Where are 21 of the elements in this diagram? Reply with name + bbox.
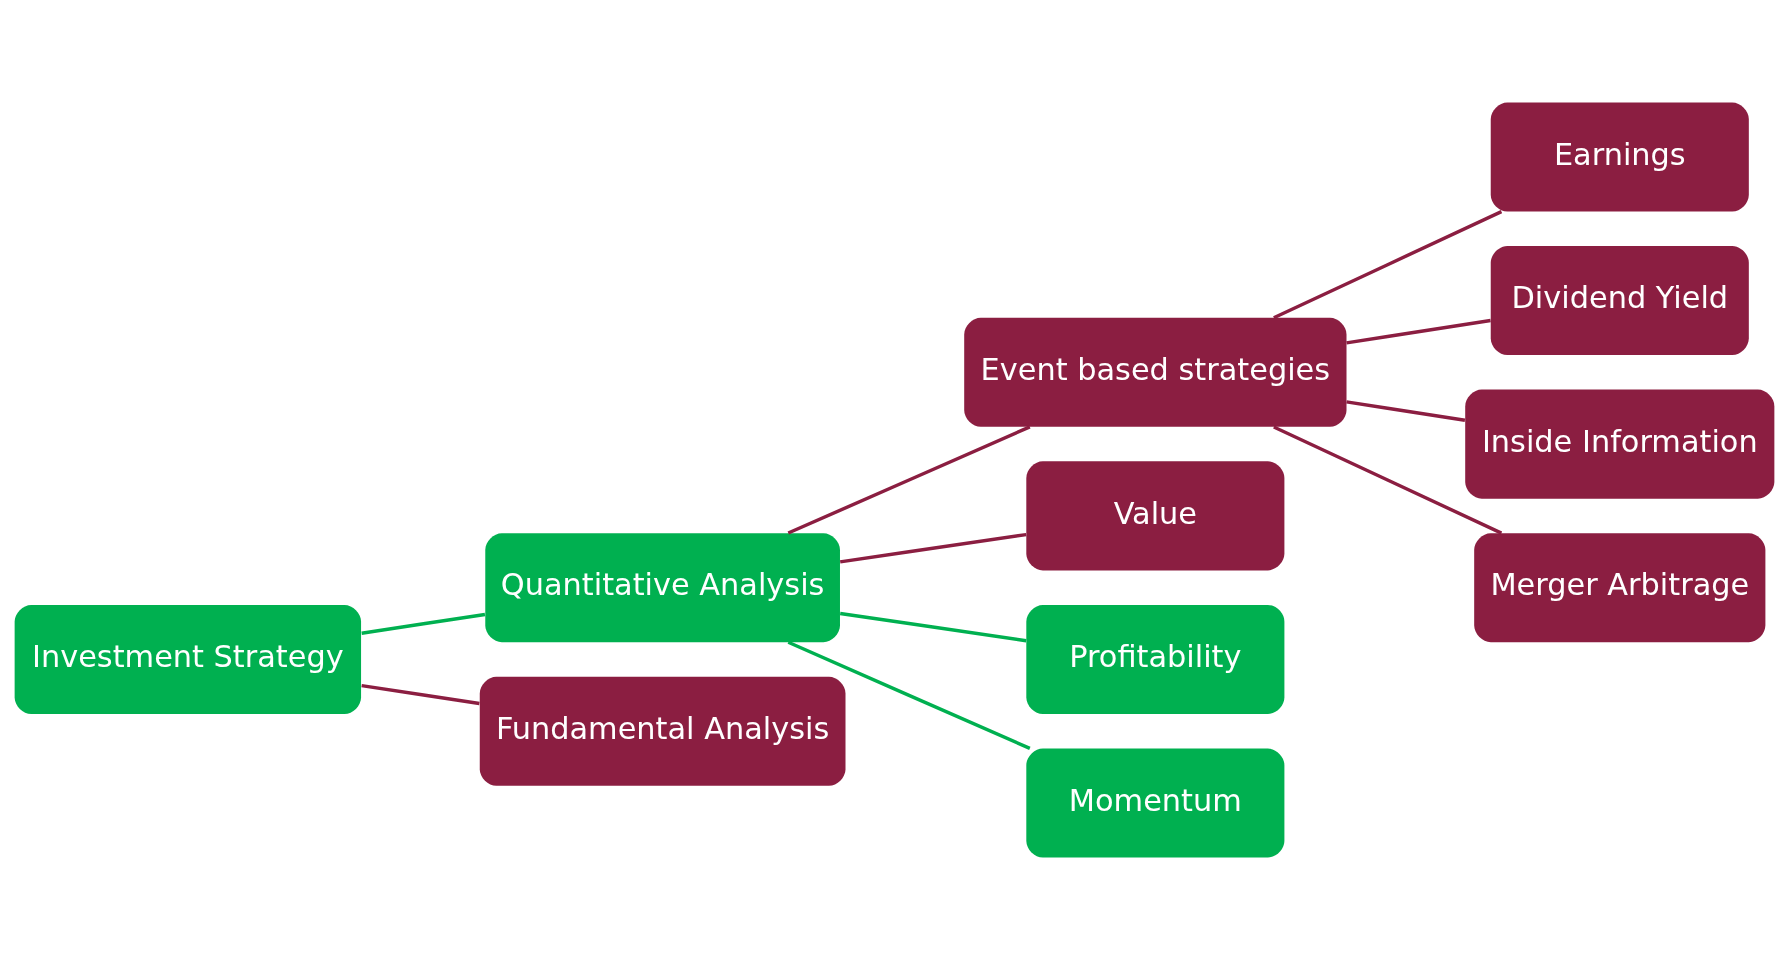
node-box: Investment Strategy: [14, 604, 362, 714]
connector: [361, 683, 480, 706]
node-box: Inside Information: [1465, 389, 1775, 499]
node-box: Profitability: [1026, 604, 1285, 714]
node-box: Quantitative Analysis: [485, 533, 840, 643]
node-box: Fundamental Analysis: [479, 676, 846, 786]
connector: [787, 640, 1031, 750]
node-box: Value: [1026, 461, 1285, 571]
connector: [839, 532, 1027, 564]
connector: [1346, 318, 1491, 345]
node-box: Earnings: [1490, 102, 1749, 212]
connector: [787, 425, 1031, 535]
connector: [361, 612, 486, 635]
node-box: Momentum: [1026, 748, 1285, 858]
node-box: Merger Arbitrage: [1474, 533, 1766, 643]
connector: [1346, 400, 1466, 422]
node-box: Dividend Yield: [1490, 246, 1749, 356]
connector: [839, 611, 1027, 643]
node-box: Event based strategies: [964, 317, 1347, 427]
connector: [1273, 425, 1503, 535]
connector: [1273, 210, 1503, 320]
